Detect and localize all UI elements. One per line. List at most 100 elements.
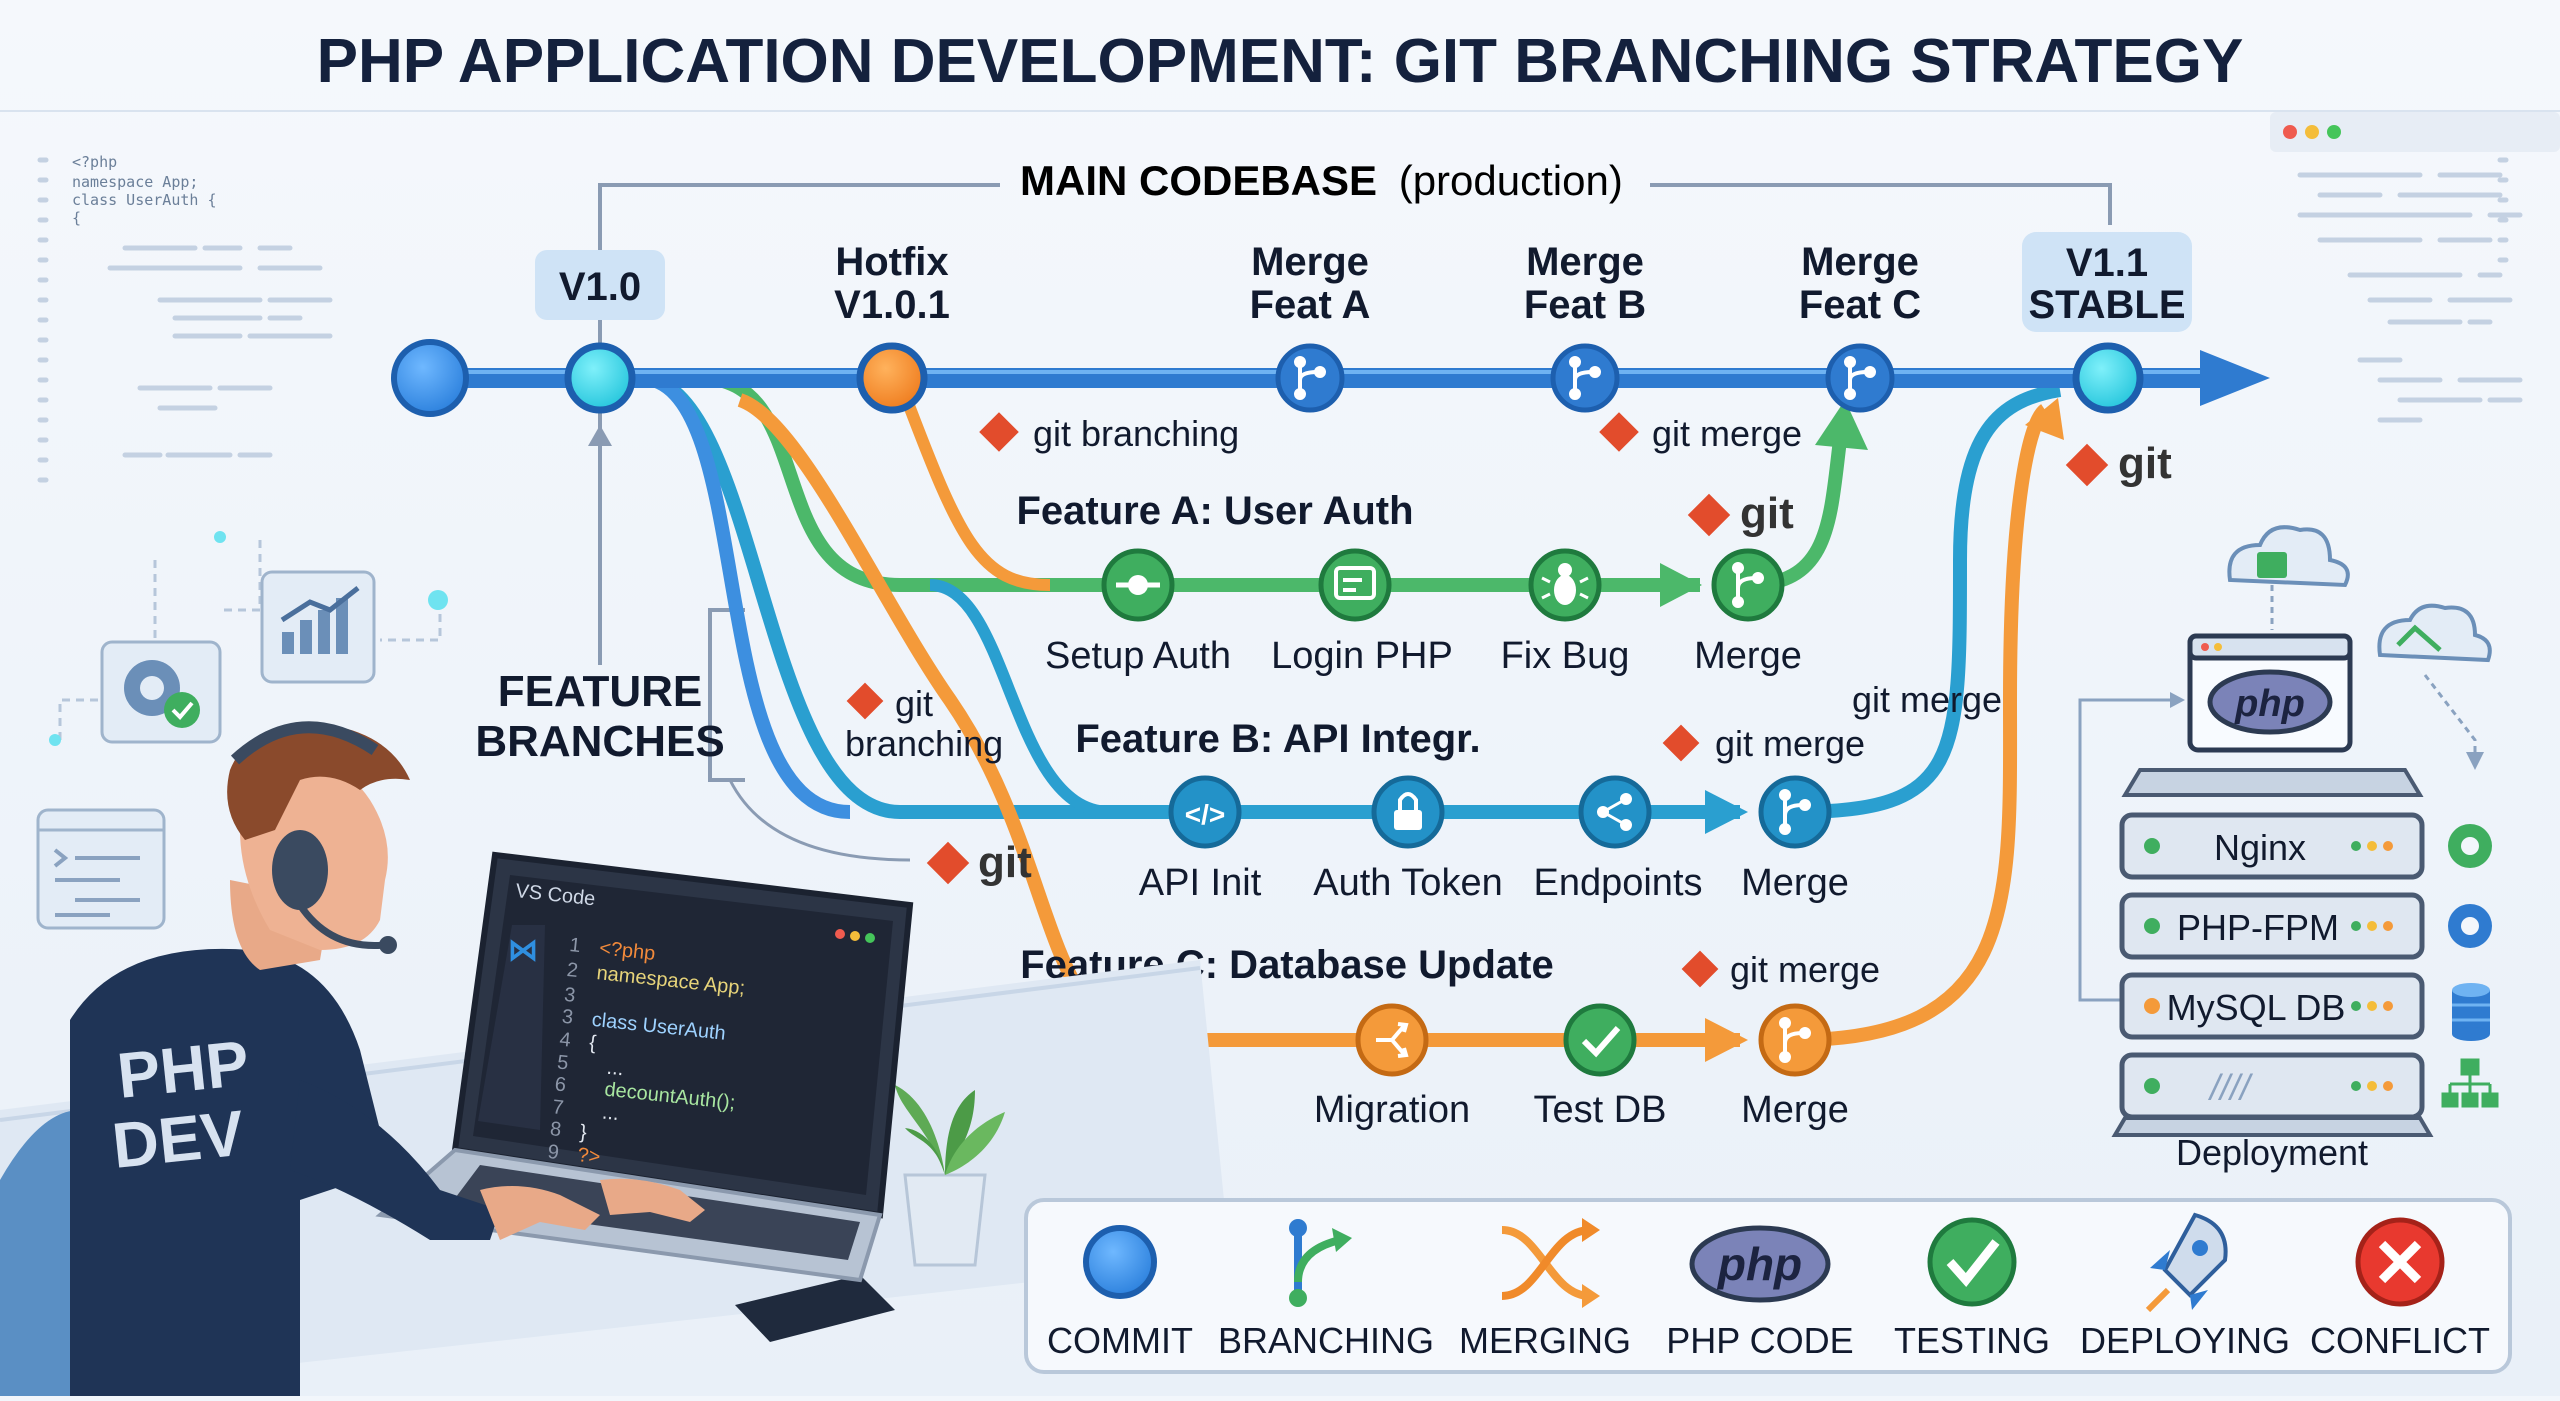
feature-a-title: Feature A: User Auth [1016,489,1413,533]
svg-text:?>: ?> [576,1144,601,1168]
left-code-line: { [72,209,81,227]
v1-0-commit[interactable] [564,342,636,414]
legend: COMMIT BRANCHING MERGING php P [1024,1198,2512,1374]
feature-a-step-label: Setup Auth [1045,635,1231,677]
feature-a-step-fix-bug[interactable] [1528,548,1602,622]
status-led-icon [2144,998,2160,1014]
legend-item-commit[interactable]: COMMIT [1047,1225,1193,1361]
feature-branches-connector [728,779,911,862]
feature-a-step-label: Fix Bug [1501,635,1630,677]
feature-b-step-endpoints[interactable] [1578,775,1652,849]
feature-b-step-label: Endpoints [1533,862,1702,904]
feature-b-step-label: Auth Token [1313,862,1502,904]
laptop: VS Code ⋈ 1 2 3 3 4 5 6 7 8 9 <?php name… [375,851,914,1283]
feature-c-step-migration[interactable] [1355,1003,1429,1077]
status-led-icon [2144,918,2160,934]
server-rack-top [2121,768,2424,797]
legend-item-testing[interactable]: TESTING [1894,1217,2050,1361]
svg-text:5: 5 [556,1051,569,1074]
svg-text:}: } [579,1121,588,1144]
merge-feat-a-label-line1: Merge [1251,240,1369,284]
legend-item-conflict[interactable]: CONFLICT [2310,1217,2490,1361]
feature-b-branch-path-outer [639,371,851,819]
branching-icon [1289,1219,1352,1307]
server-generic: //// [2119,1052,2425,1120]
feature-b-cross-path [929,579,1111,818]
v1-1-commit[interactable] [2072,342,2144,414]
feature-b-step-api-init[interactable]: </> [1168,775,1242,849]
legend-item-merging[interactable]: MERGING [1459,1218,1631,1361]
v1-1-label-line1: V1.1 [2066,241,2148,285]
headset-band [230,721,379,765]
feature-b-step-merge[interactable] [1758,775,1832,849]
merge-feat-c-node[interactable] [1825,343,1895,413]
share-nodes-icon [1597,793,1632,831]
hotfix-commit[interactable] [856,342,928,414]
developer-arm [290,1080,500,1240]
legend-label: DEPLOYING [2080,1320,2290,1361]
server-rack-base [2111,1116,2434,1137]
svg-text:PHP-FPM: PHP-FPM [2177,907,2339,948]
merge-feat-b-node[interactable] [1550,343,1620,413]
left-code-faint-lines [37,157,333,483]
feature-a-arrow [1660,563,1702,607]
main-start-commit[interactable] [391,339,469,417]
feature-b-arrow [1705,790,1748,834]
gear-icon-green [2448,824,2492,868]
svg-text:2: 2 [566,959,579,982]
left-code-snippet: <?php namespace App; class UserAuth { { [72,153,217,227]
status-led-icon [2144,838,2160,854]
feature-branches-bracket [708,608,745,782]
feature-b-step-label: API Init [1139,862,1262,904]
page-title: PHP APPLICATION DEVELOPMENT: GIT BRANCHI… [317,27,2244,96]
legend-item-deploying[interactable]: DEPLOYING [2080,1212,2290,1361]
left-code-line: <?php [72,153,117,171]
feature-c-step-merge[interactable] [1758,1003,1832,1077]
merge-feat-a-node[interactable] [1275,343,1345,413]
merge-feat-b-label-line1: Merge [1526,240,1644,284]
legend-item-branching[interactable]: BRANCHING [1218,1219,1434,1361]
feature-c-merge-arrowhead [2025,398,2064,440]
feature-a-step-setup-auth[interactable] [1101,548,1175,622]
hotfix-to-feature-a-path [899,392,1051,591]
left-decor-icons [36,531,448,930]
feature-a-step-merge[interactable] [1711,548,1785,622]
feature-a-step-login-php[interactable] [1318,548,1392,622]
developer-hand-right [600,1178,705,1222]
svg-text:git: git [895,683,933,724]
svg-text:8: 8 [549,1118,562,1141]
plant-decor [895,1085,1005,1267]
svg-text:git: git [1740,489,1794,538]
git-logo-icon [1687,493,1731,537]
server-php-fpm: PHP-FPM [2119,892,2425,960]
legend-item-php-code[interactable]: php PHP CODE [1666,1225,1854,1361]
v1-1-label-line2: STABLE [2028,283,2185,327]
merge-icon [1294,356,1326,400]
feature-branches-label-line2: BRANCHES [475,717,724,766]
feature-a-step-label: Merge [1694,635,1802,677]
feature-c-step-test-db[interactable] [1563,1003,1637,1077]
merge-icon [1779,1017,1811,1063]
feature-b-step-auth-token[interactable] [1371,775,1445,849]
rocket-icon [2145,1212,2228,1313]
developer-hair [227,724,410,840]
left-code-line: namespace App; [72,173,198,191]
git-logo-feature-a: git [1687,489,1794,538]
commit-dot-icon [1116,575,1160,595]
network-tree-icon [2441,1058,2499,1108]
legend-label: MERGING [1459,1320,1631,1361]
legend-label: BRANCHING [1218,1320,1434,1361]
svg-text:git: git [2118,439,2172,488]
feature-branches-arrowhead [588,425,612,446]
title-divider [0,110,2560,112]
code-window-icon [1334,566,1376,600]
deploy-connector [2078,698,2180,1002]
server-nginx: Nginx [2119,812,2425,880]
php-badge-text: php [2234,683,2305,725]
feature-a-step-label: Login PHP [1271,635,1453,677]
git-logo-icon [1662,724,1700,762]
cloud-icon-right [2377,603,2492,770]
headset-mic [297,903,386,949]
